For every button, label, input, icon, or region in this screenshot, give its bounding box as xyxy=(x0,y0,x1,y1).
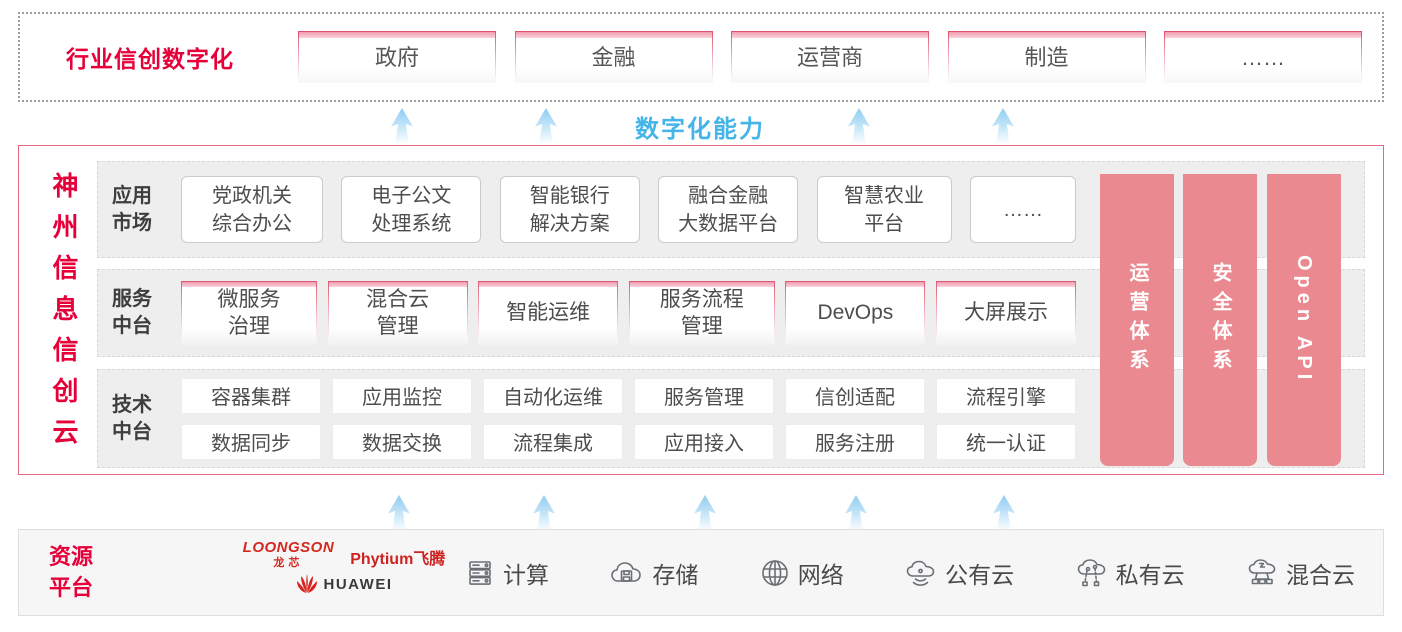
pillar-security-label: 安全体系 xyxy=(1209,262,1231,378)
industry-chips: 政府 金融 运营商 制造 …… xyxy=(298,14,1362,100)
tech-platform-label: 技术 中台 xyxy=(112,393,152,443)
service-chip: 混合云 管理 xyxy=(327,281,468,345)
app-chip: 融合金融 大数据平台 xyxy=(658,176,799,243)
tech-row-1: 容器集群 应用监控 自动化运维 服务管理 信创适配 流程引擎 xyxy=(181,377,1076,414)
resource-platform-title: 资源 平台 xyxy=(49,543,94,600)
network-globe-icon xyxy=(761,559,788,586)
app-chip-more: …… xyxy=(969,176,1076,243)
up-arrow-icon xyxy=(992,495,1016,531)
storage-cloud-icon xyxy=(611,561,642,582)
up-arrow-icon xyxy=(693,495,717,531)
resource-label: 存储 xyxy=(652,561,699,588)
app-chip: 智能银行 解决方案 xyxy=(499,176,640,243)
service-chip: 服务流程 管理 xyxy=(628,281,775,345)
resource-hybrid-cloud: 混合云 xyxy=(1245,556,1355,590)
cloud-platform-title: 神州信息信创云 xyxy=(49,172,79,459)
resource-label: 网络 xyxy=(797,561,844,588)
phytium-logo: Phytium飞腾 xyxy=(350,551,446,568)
loongson-logo: LOONGSON 龙芯 xyxy=(243,539,335,570)
resource-platform-panel: 资源 平台 LOONGSON 龙芯 Phytium飞腾 xyxy=(18,529,1384,616)
loongson-wordmark: LOONGSON xyxy=(242,539,335,556)
pillar-open-api: Open API xyxy=(1267,174,1341,466)
service-chip: 微服务 治理 xyxy=(181,281,317,345)
app-market-label: 应用 市场 xyxy=(112,184,152,234)
industry-band: 行业信创数字化 政府 金融 运营商 制造 …… xyxy=(18,12,1384,102)
app-market-panel: 应用 市场 党政机关 综合办公 电子公文 处理系统 智能银行 解决方案 融合金融… xyxy=(97,161,1365,258)
pillar-operations-label: 运营体系 xyxy=(1126,262,1148,378)
tech-chip: 数据交换 xyxy=(332,423,472,460)
tech-chip: 服务注册 xyxy=(785,423,925,460)
app-chip: 党政机关 综合办公 xyxy=(181,176,323,243)
tech-chip: 服务管理 xyxy=(634,377,774,414)
resource-compute: 计算 xyxy=(464,556,549,590)
pillar-security: 安全体系 xyxy=(1183,174,1257,466)
up-arrow-icon xyxy=(991,108,1015,144)
up-arrow-icon xyxy=(390,108,414,144)
pillar-operations: 运营体系 xyxy=(1100,174,1174,466)
tech-chip: 应用接入 xyxy=(634,423,774,460)
tech-chip: 应用监控 xyxy=(332,377,472,414)
resource-public-cloud: 公有云 xyxy=(904,556,1014,590)
loongson-chinese: 龙芯 xyxy=(273,557,304,569)
up-arrow-icon xyxy=(847,108,871,144)
hybrid-cloud-icon xyxy=(1248,558,1276,584)
service-chip: 智能运维 xyxy=(478,281,619,345)
resource-private-cloud: 私有云 xyxy=(1075,556,1185,590)
up-arrow-icon xyxy=(387,495,411,531)
up-arrow-icon xyxy=(844,495,868,531)
tech-platform-panel: 技术 中台 容器集群 应用监控 自动化运维 服务管理 信创适配 流程引擎 数据同… xyxy=(97,369,1365,468)
vendor-row: LOONGSON 龙芯 Phytium飞腾 xyxy=(219,539,469,570)
server-icon xyxy=(469,560,491,585)
service-platform-label: 服务 中台 xyxy=(112,288,152,337)
up-arrow-icon xyxy=(532,495,556,531)
tech-platform-chips: 容器集群 应用监控 自动化运维 服务管理 信创适配 流程引擎 数据同步 数据交换… xyxy=(181,370,1076,467)
tech-row-2: 数据同步 数据交换 流程集成 应用接入 服务注册 统一认证 xyxy=(181,423,1076,460)
huawei-logo: HUAWEI xyxy=(219,574,469,594)
resource-label: 公有云 xyxy=(945,561,1015,588)
up-arrow-icon xyxy=(534,108,558,144)
service-chip: 大屏展示 xyxy=(935,281,1076,345)
resource-network: 网络 xyxy=(759,556,844,590)
app-market-chips: 党政机关 综合办公 电子公文 处理系统 智能银行 解决方案 融合金融 大数据平台… xyxy=(181,162,1076,257)
tech-chip: 自动化运维 xyxy=(483,377,623,414)
industry-chip-operator: 运营商 xyxy=(731,31,929,83)
service-platform-panel: 服务 中台 微服务 治理 混合云 管理 智能运维 服务流程 管理 DevOps … xyxy=(97,269,1365,357)
cloud-platform-box: 神州信息信创云 应用 市场 党政机关 综合办公 电子公文 处理系统 智能银行 解… xyxy=(18,145,1384,475)
service-chip: DevOps xyxy=(785,281,926,345)
tech-chip: 统一认证 xyxy=(936,423,1076,460)
tech-chip: 数据同步 xyxy=(181,423,321,460)
capability-label: 数字化能力 xyxy=(635,116,765,143)
resource-label: 私有云 xyxy=(1115,561,1185,588)
private-cloud-icon xyxy=(1077,558,1105,586)
tech-chip: 流程集成 xyxy=(483,423,623,460)
app-chip: 智慧农业 平台 xyxy=(816,176,952,243)
public-cloud-icon xyxy=(906,560,935,586)
industry-chip-government: 政府 xyxy=(298,31,496,83)
tech-chip: 信创适配 xyxy=(785,377,925,414)
vendor-logos: LOONGSON 龙芯 Phytium飞腾 HUAWEI xyxy=(219,539,469,594)
tech-chip: 容器集群 xyxy=(181,377,321,414)
pillar-open-api-label: Open API xyxy=(1293,255,1315,385)
resource-label: 计算 xyxy=(503,561,549,588)
resource-storage: 存储 xyxy=(609,556,698,590)
resource-items: 计算 存储 网络 xyxy=(464,530,1355,615)
app-chip: 电子公文 处理系统 xyxy=(341,176,482,243)
industry-chip-manufacturing: 制造 xyxy=(947,31,1146,83)
service-platform-chips: 微服务 治理 混合云 管理 智能运维 服务流程 管理 DevOps 大屏展示 xyxy=(181,270,1076,356)
industry-chip-more: …… xyxy=(1164,31,1362,83)
resource-label: 混合云 xyxy=(1285,561,1355,588)
tech-chip: 流程引擎 xyxy=(936,377,1076,414)
industry-band-title: 行业信创数字化 xyxy=(66,46,234,72)
industry-chip-finance: 金融 xyxy=(514,31,713,83)
huawei-flower-icon xyxy=(296,574,317,593)
huawei-wordmark: HUAWEI xyxy=(323,575,393,593)
